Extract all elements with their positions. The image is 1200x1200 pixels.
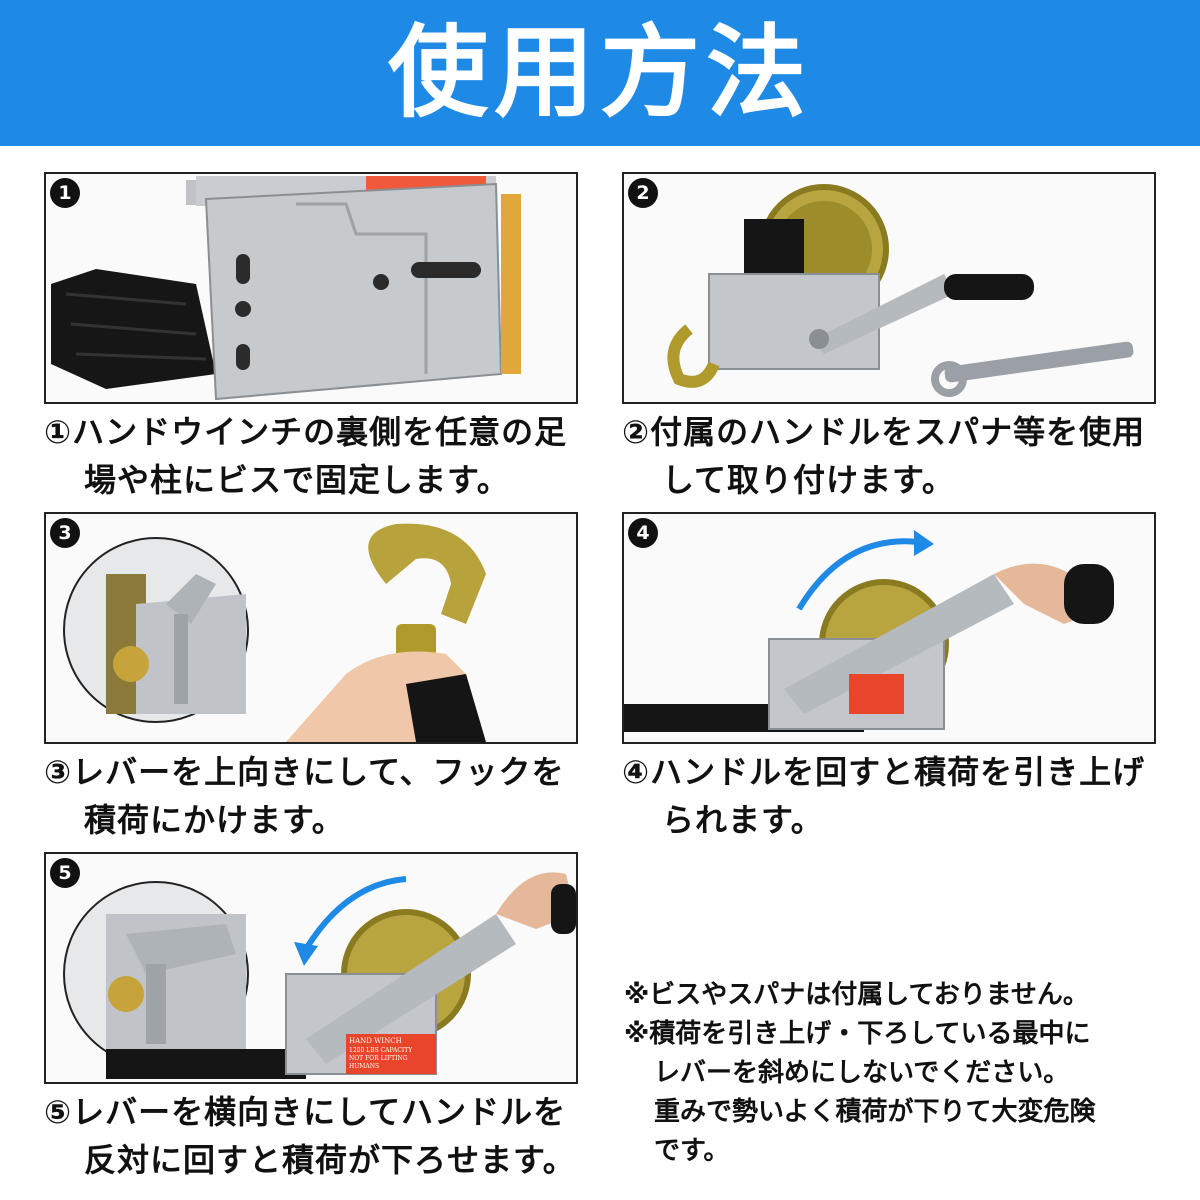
step-4-line1: ④ハンドルを回すと積荷を引き上げ	[622, 753, 1146, 791]
header-bar: 使用方法	[0, 0, 1200, 146]
winding-handle-illustration	[624, 530, 1114, 732]
step-3-line2: 積荷にかけます。	[84, 801, 345, 839]
lever-sideways-illustration: HAND WINCH 1200 LBS CAPACITY NOT FOR LIF…	[63, 872, 576, 1079]
step-4-caption: ④ハンドルを回すと積荷を引き上げ られます。	[622, 748, 1145, 844]
step-3-badge: 3	[50, 518, 80, 548]
note-2: ※積荷を引き上げ・下ろしている最中に	[624, 1019, 1091, 1049]
step-5-caption: ⑤レバーを横向きにしてハンドルを 反対に回すと積荷が下ろせます。	[44, 1088, 576, 1184]
step-5-line2: 反対に回すと積荷が下ろせます。	[84, 1141, 576, 1179]
step-2-photo: 2	[622, 172, 1156, 404]
step-1-line1: ①ハンドウインチの裏側を任意の足	[44, 413, 568, 451]
hand-winch-label: HAND WINCH 1200 LBS CAPACITY NOT FOR LIF…	[346, 1034, 436, 1074]
step-5-line1: ⑤レバーを横向きにしてハンドルを	[44, 1093, 567, 1131]
note-5: です。	[654, 1136, 730, 1166]
label-line4: HUMANS	[349, 1063, 379, 1070]
step-1-badge: 1	[50, 178, 80, 208]
step-5-badge: 5	[50, 858, 80, 888]
step-4-line2: られます。	[662, 801, 824, 839]
note-1: ※ビスやスパナは付属しておりません。	[624, 980, 1089, 1010]
step-3-line1: ③レバーを上向きにして、フックを	[44, 753, 565, 791]
lever-up-hook-illustration	[63, 523, 486, 742]
step-2-badge: 2	[628, 178, 658, 208]
step-3-photo: 3	[44, 512, 578, 744]
caution-notes: ※ビスやスパナは付属しておりません。 ※積荷を引き上げ・下ろしている最中に レバ…	[624, 976, 1095, 1171]
winch-handle-wrench-illustration	[667, 184, 1134, 397]
page-title: 使用方法	[388, 14, 812, 131]
note-4: 重みで勢いよく積荷が下りて大変危険	[654, 1097, 1096, 1127]
step-5-photo: 5 HAND WINCH 1200 LBS CAPACITY NOT FOR L…	[44, 852, 578, 1084]
step-4-photo: 4	[622, 512, 1156, 744]
step-2-line2: して取り付けます。	[662, 461, 955, 499]
note-3: レバーを斜めにしないでください。	[654, 1058, 1070, 1088]
step-4-badge: 4	[628, 518, 658, 548]
step-2-caption: ②付属のハンドルをスパナ等を使用 して取り付けます。	[622, 408, 1145, 504]
label-line2: 1200 LBS CAPACITY	[349, 1047, 413, 1054]
winch-back-illustration	[51, 176, 521, 401]
step-1-photo: 1	[44, 172, 578, 404]
step-2-line1: ②付属のハンドルをスパナ等を使用	[622, 413, 1146, 451]
step-3-caption: ③レバーを上向きにして、フックを 積荷にかけます。	[44, 748, 565, 844]
step-1-line2: 場や柱にビスで固定します。	[84, 461, 510, 499]
label-line1: HAND WINCH	[349, 1037, 402, 1045]
step-1-caption: ①ハンドウインチの裏側を任意の足 場や柱にビスで固定します。	[44, 408, 567, 504]
label-line3: NOT FOR LIFTING	[349, 1055, 408, 1062]
